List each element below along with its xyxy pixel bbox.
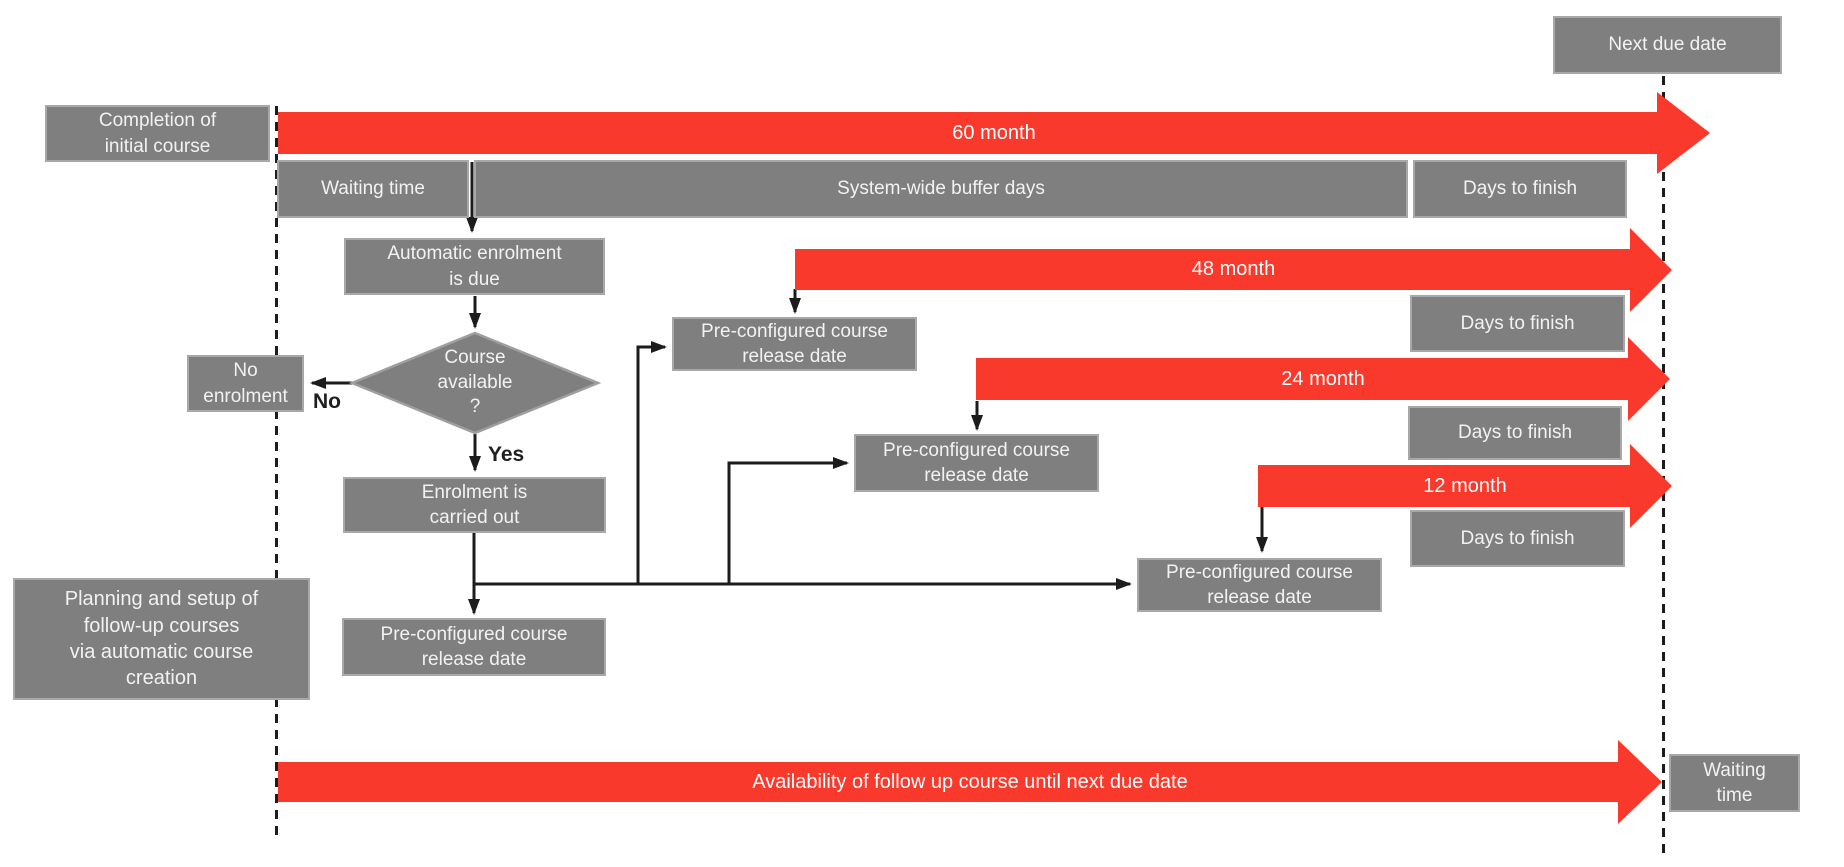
yes-branch-label: Yes bbox=[488, 443, 525, 466]
arrow-body bbox=[278, 762, 1618, 802]
timeline-arrow-12-month: 12 month bbox=[1258, 444, 1672, 528]
timeline-arrow-48-month: 48 month bbox=[795, 227, 1672, 312]
arrow-head bbox=[1618, 740, 1662, 824]
days-to-finish-segment-60: Days to finish bbox=[1413, 160, 1627, 218]
month-label-12: 12 month bbox=[1423, 474, 1507, 497]
no-branch-label: No bbox=[313, 390, 341, 413]
arrow-body bbox=[1258, 465, 1630, 507]
waiting-time-box-bottom: Waiting time bbox=[1669, 754, 1800, 812]
no-enrolment-box: No enrolment bbox=[187, 355, 304, 412]
planning-setup-box: Planning and setup of follow-up courses … bbox=[13, 578, 310, 700]
arrow-head bbox=[1630, 444, 1672, 528]
release-date-box-1: Pre-configured course release date bbox=[672, 317, 917, 371]
arrow-head bbox=[1628, 337, 1670, 421]
month-label-48: 48 month bbox=[1191, 258, 1276, 280]
connector-riser-release2 bbox=[727, 457, 849, 584]
arrow-body bbox=[278, 112, 1657, 154]
waiting-time-segment: Waiting time bbox=[277, 160, 469, 218]
timeline-arrow-60-month: 60 month bbox=[278, 92, 1710, 174]
decision-diamond bbox=[348, 331, 602, 435]
automatic-enrolment-box: Automatic enrolment is due bbox=[344, 238, 605, 295]
arrow-body bbox=[795, 249, 1630, 290]
days-to-finish-segment-12: Days to finish bbox=[1410, 510, 1625, 567]
days-to-finish-segment-48: Days to finish bbox=[1410, 295, 1625, 352]
availability-arrow: Availability of follow up course until n… bbox=[278, 740, 1662, 824]
availability-label: Availability of follow up course until n… bbox=[752, 770, 1188, 793]
connector-riser-release1 bbox=[636, 341, 667, 584]
course-available-label: Course available ? bbox=[437, 346, 513, 418]
days-to-finish-segment-24: Days to finish bbox=[1408, 406, 1622, 460]
release-date-box-3: Pre-configured course release date bbox=[1137, 558, 1382, 612]
next-due-date-box: Next due date bbox=[1553, 16, 1782, 74]
release-date-box-2: Pre-configured course release date bbox=[854, 434, 1099, 492]
timeline-arrow-24-month: 24 month bbox=[976, 337, 1670, 421]
enrolment-carried-out-box: Enrolment is carried out bbox=[343, 477, 606, 533]
arrow-head bbox=[1657, 92, 1710, 174]
arrow-head bbox=[1630, 227, 1672, 312]
month-label-60: 60 month bbox=[952, 121, 1036, 144]
release-date-box-4: Pre-configured course release date bbox=[342, 618, 606, 676]
buffer-days-segment: System-wide buffer days bbox=[474, 160, 1408, 218]
completion-initial-course-box: Completion of initial course bbox=[45, 105, 270, 162]
month-label-24: 24 month bbox=[1281, 367, 1365, 390]
arrow-body bbox=[976, 358, 1628, 400]
